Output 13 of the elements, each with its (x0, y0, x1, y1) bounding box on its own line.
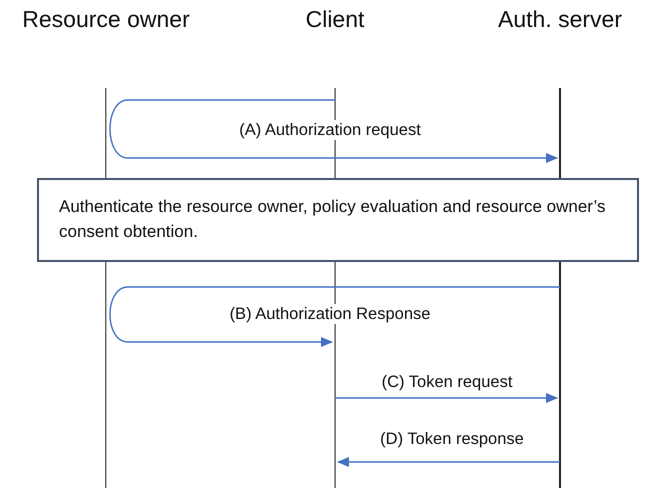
edge-label: (A) Authorization request (238, 120, 422, 140)
participant-name: Client (306, 5, 364, 34)
message-arrow (337, 457, 560, 467)
message-arrow (109, 99, 558, 163)
participant-name: Auth. server (498, 5, 622, 34)
participant-name: Resource owner (22, 5, 190, 34)
edge-label: (D) Token response (379, 429, 525, 449)
note-box (37, 178, 639, 262)
message-arrow (335, 393, 558, 403)
edge-label: (B) Authorization Response (228, 304, 432, 324)
note-text: Authenticate the resource owner, policy evaluation and resource owner’s consent obtention. (59, 196, 607, 243)
edge-label: (C) Token request (380, 372, 514, 392)
message-arrow (109, 286, 560, 347)
